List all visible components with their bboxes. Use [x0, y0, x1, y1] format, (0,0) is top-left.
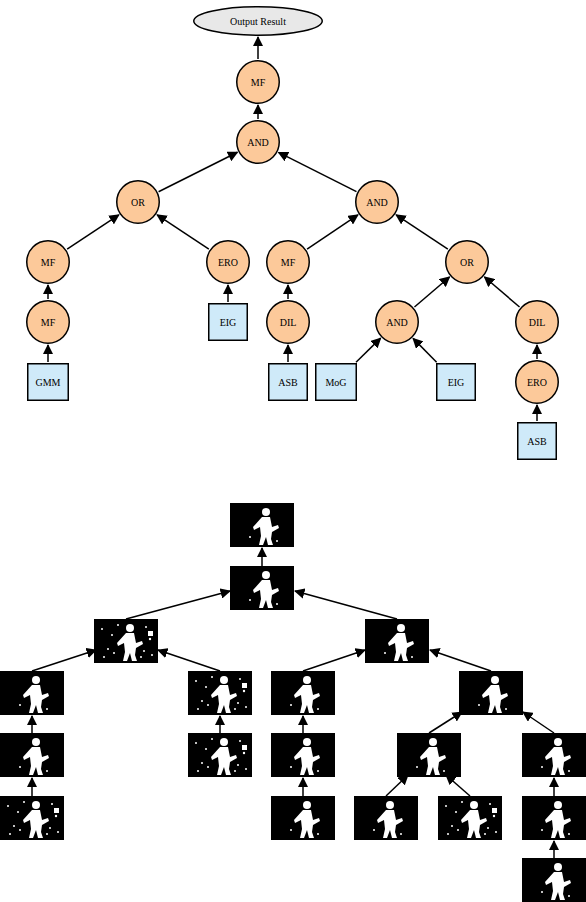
connector-arrow — [257, 37, 259, 59]
node-label: MF — [41, 257, 55, 268]
thumbnail-arrow — [31, 716, 33, 733]
thumbnail-arrow — [302, 778, 304, 796]
node-label: MoG — [325, 377, 346, 388]
connector-arrow — [47, 285, 49, 299]
node-label: AND — [247, 137, 269, 148]
input-box: GMM — [27, 363, 69, 401]
node-label: ERO — [218, 257, 238, 268]
node-label: GMM — [35, 377, 60, 388]
thumbnail-arrow — [430, 650, 491, 671]
thumbnail-image — [354, 796, 418, 840]
operator-circle: MF — [26, 300, 70, 344]
thumbnail-arrow — [386, 775, 408, 796]
thumbnail-image — [522, 796, 586, 840]
thumbnail-image — [271, 671, 335, 715]
thumbnail-arrow — [302, 716, 304, 733]
operator-circle: OR — [116, 180, 160, 224]
thumbnail-image — [365, 619, 429, 663]
node-label: AND — [366, 197, 388, 208]
connector-arrow — [396, 215, 448, 249]
node-label: MF — [251, 77, 265, 88]
thumbnail-image — [397, 733, 461, 777]
connector-arrow — [484, 277, 519, 307]
connector-arrow — [536, 345, 538, 359]
thumbnail-image — [0, 671, 64, 715]
input-box: EIG — [208, 303, 248, 341]
connector-arrow — [414, 277, 449, 307]
node-label: EIG — [220, 317, 237, 328]
operator-circle: MF — [26, 240, 70, 284]
thumbnail-arrow — [446, 775, 470, 796]
thumbnail-image — [438, 796, 502, 840]
operator-circle: AND — [375, 300, 419, 344]
thumbnail-arrow — [303, 650, 365, 671]
thumbnail-image — [522, 858, 586, 902]
node-label: ASB — [527, 436, 546, 447]
output-ellipse: Output Result — [193, 6, 323, 36]
connector-arrow — [227, 285, 229, 302]
thumbnail-arrow — [32, 650, 96, 671]
operator-circle: DIL — [515, 300, 559, 344]
thumbnail-image — [0, 796, 64, 840]
connector-arrow — [157, 215, 209, 249]
thumbnail-arrow — [553, 778, 555, 796]
thumbnail-arrow — [295, 591, 397, 619]
connector-arrow — [413, 338, 436, 362]
node-label: EIG — [448, 377, 465, 388]
connector-arrow — [47, 345, 49, 362]
thumbnail-arrow — [158, 650, 220, 671]
connector-arrow — [279, 152, 357, 191]
input-box: EIG — [436, 363, 476, 401]
thumbnail-arrow — [429, 712, 462, 733]
operator-circle: ERO — [206, 240, 250, 284]
operator-circle: AND — [236, 120, 280, 164]
connector-arrow — [356, 338, 381, 362]
thumbnail-image — [271, 733, 335, 777]
connector-arrow — [159, 152, 238, 191]
node-label: ERO — [527, 377, 547, 388]
node-label: Output Result — [230, 16, 286, 27]
thumbnail-image — [522, 733, 586, 777]
input-box: ASB — [268, 363, 308, 401]
thumbnail-image — [94, 619, 158, 663]
thumbnail-image — [271, 796, 335, 840]
node-label: OR — [460, 257, 474, 268]
node-label: OR — [131, 197, 145, 208]
node-label: DIL — [280, 317, 297, 328]
thumbnail-image — [0, 733, 64, 777]
connector-arrow — [307, 215, 358, 249]
operator-circle: AND — [355, 180, 399, 224]
thumbnail-arrow — [523, 712, 554, 733]
input-box: ASB — [517, 422, 557, 460]
thumbnail-arrow — [219, 716, 221, 733]
node-label: MF — [41, 317, 55, 328]
operator-circle: MF — [236, 60, 280, 104]
operator-circle: ERO — [515, 360, 559, 404]
thumbnail-image — [230, 503, 294, 547]
node-label: AND — [386, 317, 408, 328]
input-box: MoG — [315, 363, 357, 401]
connector-arrow — [287, 285, 289, 299]
node-label: ASB — [278, 377, 297, 388]
connector-arrow — [536, 405, 538, 421]
operator-circle: MF — [266, 240, 310, 284]
connector-arrow — [257, 105, 259, 119]
thumbnail-image — [230, 566, 294, 610]
operator-circle: OR — [445, 240, 489, 284]
thumbnail-image — [188, 733, 252, 777]
node-label: DIL — [529, 317, 546, 328]
thumbnail-arrow — [126, 591, 230, 619]
thumbnail-arrow — [553, 841, 555, 858]
thumbnail-arrow — [31, 778, 33, 796]
thumbnail-image — [188, 671, 252, 715]
operator-circle: DIL — [266, 300, 310, 344]
thumbnail-image — [459, 671, 523, 715]
connector-arrow — [287, 345, 289, 362]
thumbnail-arrow — [261, 548, 263, 566]
node-label: MF — [281, 257, 295, 268]
connector-arrow — [67, 215, 119, 249]
